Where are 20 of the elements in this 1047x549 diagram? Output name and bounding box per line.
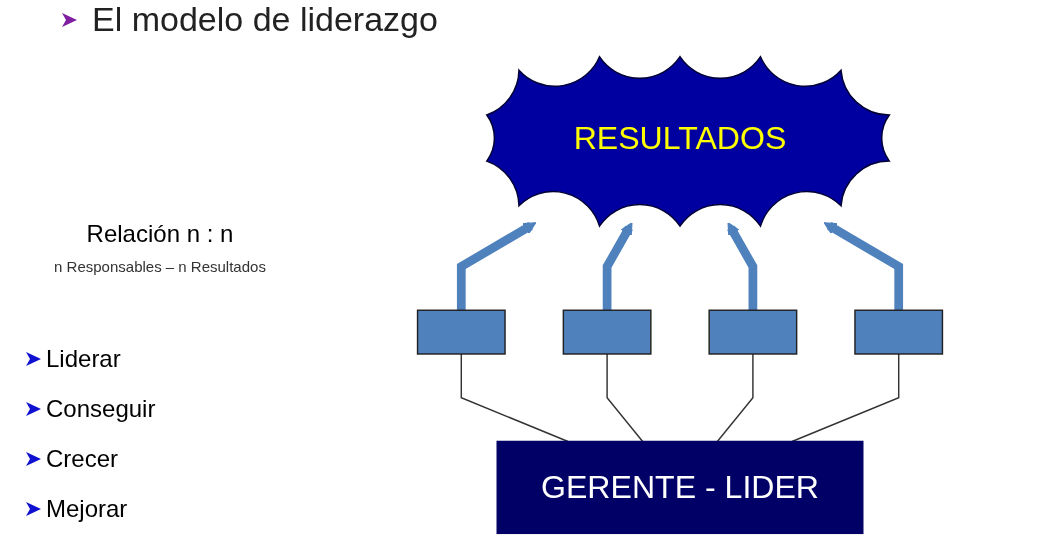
- arrow: [602, 222, 633, 311]
- slide-title: El modelo de liderazgo: [92, 0, 438, 39]
- relation-heading: Relación n : n: [85, 220, 235, 248]
- connector: [460, 353, 569, 443]
- arrow: [727, 222, 758, 311]
- bullet-item: Liderar: [46, 345, 121, 373]
- relation-note: n Responsables – n Resultados: [53, 258, 267, 275]
- arrow: [456, 221, 537, 311]
- node-box: [854, 309, 944, 355]
- bullet-item: Mejorar: [46, 495, 128, 523]
- connector: [791, 353, 900, 443]
- node-box: [416, 309, 506, 355]
- connector: [606, 353, 644, 443]
- node-box: GERENTE - LIDER: [496, 440, 864, 535]
- bullet-item: Crecer: [46, 445, 118, 473]
- connector: [716, 353, 754, 443]
- arrow: [823, 221, 904, 311]
- node-box: [562, 309, 652, 355]
- bullet-item: Conseguir: [46, 395, 156, 423]
- node-box: [708, 309, 798, 355]
